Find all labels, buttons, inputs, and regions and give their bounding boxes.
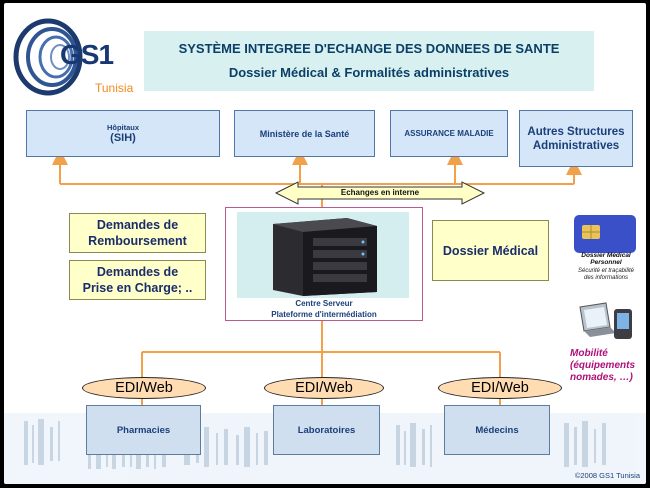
server-sublabel: Plateforme d'intermédiation: [271, 310, 377, 319]
server-image-bg: [237, 212, 409, 298]
box-dossier-medical-label: Dossier Médical: [442, 243, 539, 258]
smart-card-icon: [574, 215, 636, 253]
banner-title: SYSTÈME INTEGREE D'ECHANGE DES DONNEES D…: [178, 41, 560, 56]
edi-web-medecins: EDI/Web: [438, 377, 562, 399]
gs1-logo-mark: [13, 18, 83, 96]
box-autres-label: Autres Structures: [527, 125, 625, 138]
mobile-devices-image: [576, 301, 636, 347]
box-medecins: Médecins: [444, 405, 550, 455]
exchange-label: Echanges en interne: [340, 188, 420, 197]
edi-web-label-3: EDI/Web: [471, 380, 529, 396]
gs1-logo: GS1 Tunisia: [12, 11, 144, 97]
box-autres-structures: Autres Structures Administratives: [519, 110, 633, 167]
gs1-logo-country: Tunisia: [95, 81, 134, 95]
box-medecins-label: Médecins: [475, 424, 519, 436]
box-autres-sublabel: Administratives: [532, 139, 620, 152]
box-assurance: ASSURANCE MALADIE: [390, 110, 508, 157]
dmp-label-line1: Dossier Médical: [581, 252, 631, 259]
dmp-caption-line1: Sécurité et traçabilité: [577, 268, 635, 274]
edi-web-label-1: EDI/Web: [115, 380, 173, 396]
box-remboursement-line1: Demandes de: [96, 218, 179, 232]
box-laboratoires-label: Laboratoires: [297, 424, 356, 436]
edi-web-label-2: EDI/Web: [295, 380, 353, 396]
banner-subtitle: Dossier Médical & Formalités administrat…: [228, 65, 510, 80]
box-hopitaux-sublabel: (SIH): [110, 132, 136, 144]
box-assurance-label: ASSURANCE MALADIE: [404, 129, 494, 138]
box-dossier-medical: Dossier Médical: [432, 220, 549, 281]
dmp-caption-line2: des informations: [583, 275, 629, 281]
title-banner: [144, 31, 594, 91]
edi-web-pharmacies: EDI/Web: [82, 377, 206, 399]
edi-web-laboratoires: EDI/Web: [264, 377, 384, 399]
box-demandes-prise-en-charge: Demandes de Prise en Charge; ..: [69, 260, 206, 300]
copyright-text: ©2008 GS1 Tunisia: [574, 471, 640, 480]
box-hopitaux-label: Hôpitaux: [106, 123, 140, 132]
mobility-line1: Mobilité: [570, 348, 608, 359]
smart-card-image: [572, 213, 638, 255]
exchange-double-arrow: [274, 181, 486, 205]
server-icon: [273, 218, 377, 296]
slide-canvas: GS1 Tunisia SYSTÈME INTEGREE D'ECHANGE D…: [4, 3, 646, 484]
box-ministere: Ministère de la Santé: [234, 110, 375, 157]
box-hopitaux: Hôpitaux (SIH): [26, 110, 220, 157]
dmp-caption: Sécurité et traçabilité des informations: [570, 268, 642, 282]
box-remboursement-line2: Remboursement: [88, 234, 187, 248]
dmp-label-line2: Personnel: [590, 259, 622, 266]
server-label: Centre Serveur: [295, 299, 353, 308]
box-pharmacies: Pharmacies: [86, 405, 201, 455]
mobility-line3: nomades, …): [570, 372, 633, 383]
mobility-text: Mobilité (équipements nomades, …): [570, 348, 646, 384]
mobility-line2: (équipements: [570, 360, 636, 371]
box-demandes-remboursement: Demandes de Remboursement: [69, 213, 206, 253]
box-pharmacies-label: Pharmacies: [116, 424, 171, 436]
box-laboratoires: Laboratoires: [273, 405, 380, 455]
laptop-pda-icon: [579, 302, 632, 339]
box-ministere-label: Ministère de la Santé: [259, 128, 350, 139]
box-prise-line2: Prise en Charge; ..: [82, 281, 193, 295]
box-prise-line1: Demandes de: [96, 265, 179, 279]
gs1-logo-text: GS1: [60, 39, 114, 70]
dmp-label: Dossier Médical Personnel: [570, 252, 642, 266]
